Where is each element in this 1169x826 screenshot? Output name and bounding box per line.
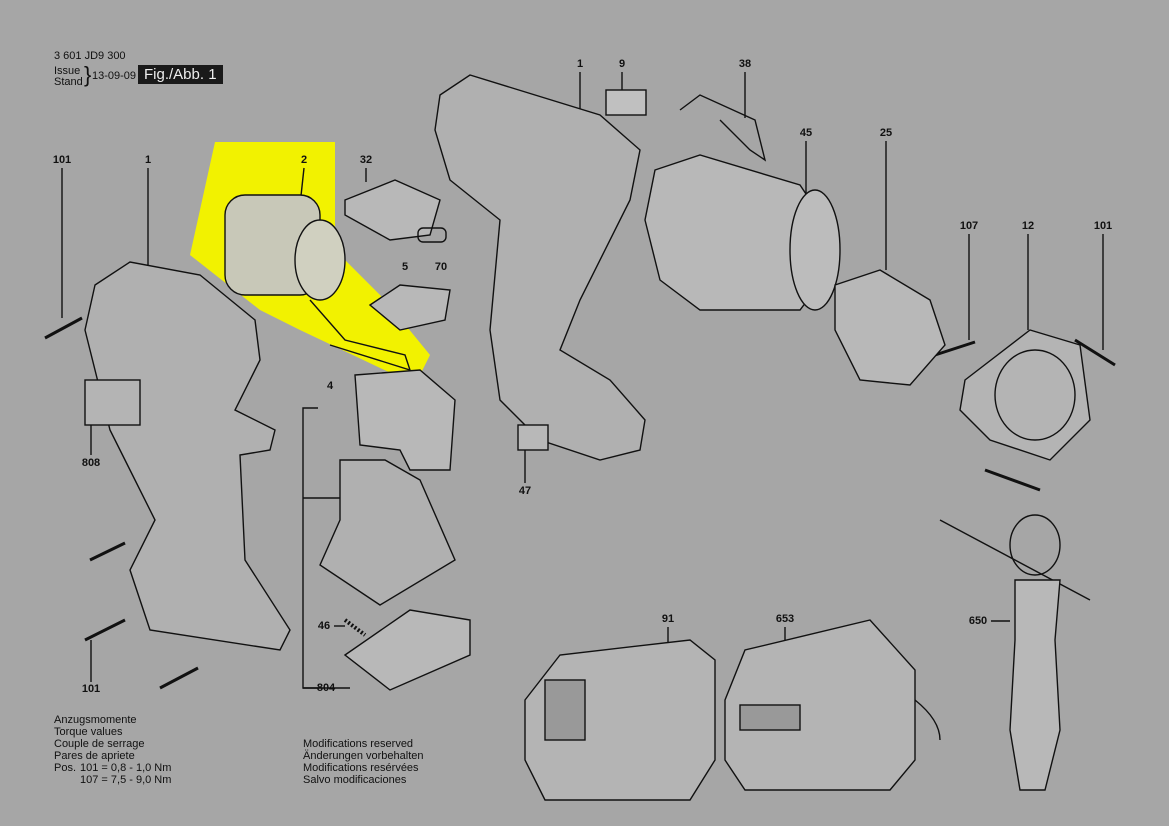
pos-label: Pos.: [54, 762, 77, 774]
modification-line: Modifications resérvées: [303, 762, 419, 774]
part-label: 46: [317, 620, 331, 632]
part-label: 25: [879, 127, 893, 139]
part-label: 1: [144, 154, 152, 166]
modification-line: Salvo modificaciones: [303, 774, 407, 786]
part-label: 5: [401, 261, 409, 273]
part-label: 653: [775, 613, 795, 625]
modification-line: Modifications reserved: [303, 738, 414, 750]
torque-line: Torque values: [54, 726, 123, 738]
part-label: 107: [959, 220, 979, 232]
figure-label: Fig./Abb. 1: [138, 65, 223, 84]
part-number: 3 601 JD9 300: [54, 50, 126, 62]
part-label: 101: [1093, 220, 1113, 232]
part-label: 1: [576, 58, 584, 70]
part-label: 2: [300, 154, 308, 166]
modification-line: Änderungen vorbehalten: [303, 750, 424, 762]
part-label: 101: [52, 154, 72, 166]
issue-date: 13-09-09: [92, 70, 137, 82]
brace: }: [84, 62, 92, 87]
part-label: 808: [81, 457, 101, 469]
part-label: 47: [518, 485, 532, 497]
part-label: 101: [81, 683, 101, 695]
part-label: 38: [738, 58, 752, 70]
issue-label: Issue: [54, 65, 81, 77]
torque-value: 101 = 0,8 - 1,0 Nm: [80, 762, 172, 774]
stand-label: Stand: [54, 76, 83, 88]
torque-line: Couple de serrage: [54, 738, 145, 750]
torque-line: Anzugsmomente: [54, 714, 137, 726]
part-label: 804: [316, 682, 336, 694]
part-label: 650: [968, 615, 988, 627]
part-label: 9: [618, 58, 626, 70]
torque-line: Pares de apriete: [54, 750, 135, 762]
torque-value: 107 = 7,5 - 9,0 Nm: [80, 774, 172, 786]
part-label: 91: [661, 613, 675, 625]
part-label: 45: [799, 127, 813, 139]
part-label: 32: [359, 154, 373, 166]
part-label: 70: [434, 261, 448, 273]
part-label: 4: [326, 380, 334, 392]
part-label: 12: [1021, 220, 1035, 232]
